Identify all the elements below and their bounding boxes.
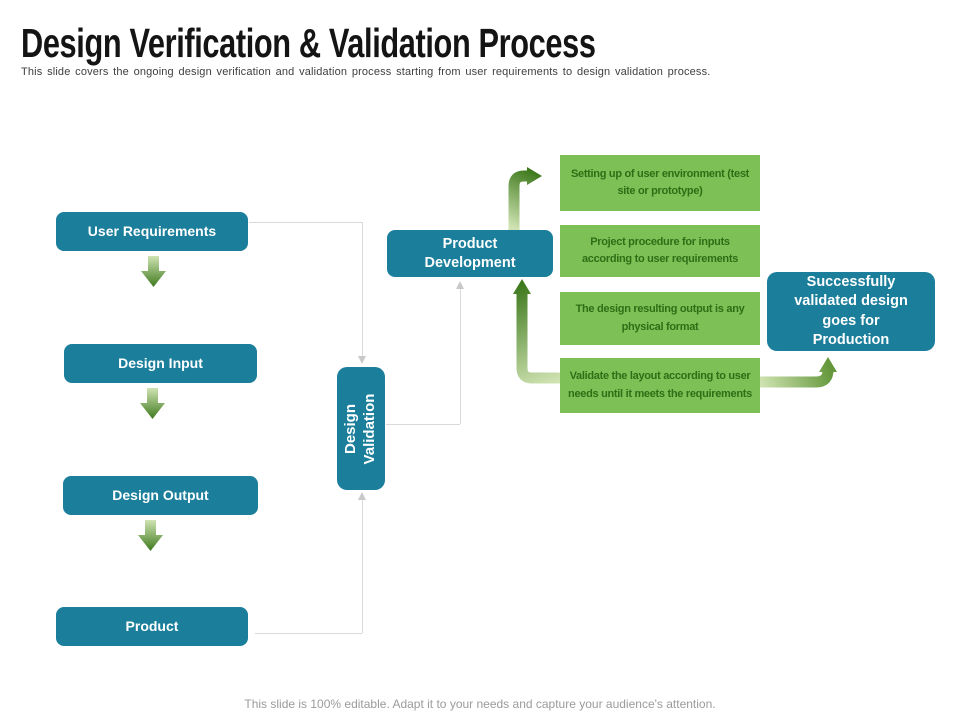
note-text: The design resulting output is any physi… — [575, 303, 745, 333]
note-box-project-procedure: Project procedure for inputs according t… — [560, 225, 760, 277]
step-box-user-requirements: User Requirements — [56, 212, 248, 251]
note-text: Setting up of user environment (test sit… — [570, 167, 750, 197]
connector-line — [386, 424, 460, 425]
curved-arrow-right-up-icon — [758, 357, 837, 388]
connector-arrow-up-icon — [456, 281, 464, 289]
product-development-box: Product Development — [387, 230, 553, 277]
step-label: Product — [125, 618, 179, 635]
design-validation-box: Design Validation — [337, 367, 385, 490]
step-box-product: Product — [56, 607, 248, 646]
step-label: User Requirements — [87, 223, 217, 240]
curved-arrow-up-right-icon — [508, 167, 542, 234]
outcome-label: Successfully validated design goes for P… — [794, 274, 908, 348]
down-arrow-icon — [141, 256, 166, 287]
note-text: Project procedure for inputs according t… — [581, 235, 739, 265]
connector-line — [362, 500, 363, 633]
step-box-design-input: Design Input — [64, 344, 257, 383]
curved-arrow-left-up-icon — [513, 279, 560, 384]
connector-line — [362, 222, 363, 356]
note-box-validate-layout: Validate the layout according to user ne… — [560, 358, 760, 413]
outcome-box: Successfully validated design goes for P… — [767, 272, 935, 351]
product-development-label: Product Development — [424, 235, 516, 271]
down-arrow-icon — [138, 520, 163, 551]
connector-line — [249, 222, 362, 223]
step-label: Design Output — [112, 487, 209, 504]
connector-line — [460, 289, 461, 424]
connector-arrow-down-icon — [358, 356, 366, 364]
design-validation-label: Design Validation — [342, 393, 378, 464]
step-label: Design Input — [118, 355, 203, 372]
footer-note: This slide is 100% editable. Adapt it to… — [244, 697, 716, 711]
note-box-user-environment: Setting up of user environment (test sit… — [560, 155, 760, 211]
step-box-design-output: Design Output — [63, 476, 258, 515]
note-text: Validate the layout according to user ne… — [568, 370, 752, 400]
page-title: Design Verification & Validation Process — [21, 20, 596, 66]
page-subtitle: This slide covers the ongoing design ver… — [21, 66, 711, 78]
down-arrow-icon — [140, 388, 165, 419]
connector-line — [255, 633, 362, 634]
connector-arrow-up-icon — [358, 492, 366, 500]
note-box-design-output-format: The design resulting output is any physi… — [560, 292, 760, 345]
